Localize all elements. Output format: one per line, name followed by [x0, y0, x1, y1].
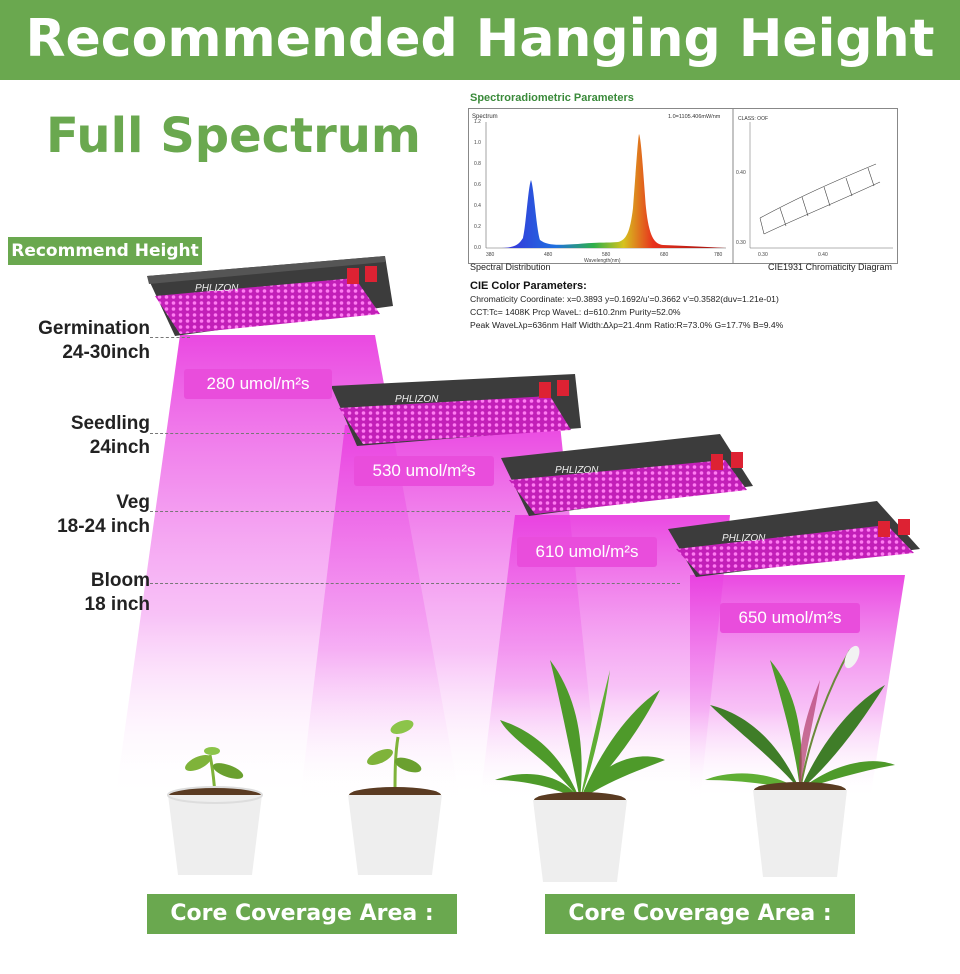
guide-line	[150, 583, 680, 584]
spectral-caption: Spectral Distribution	[470, 262, 551, 272]
beam-veg	[480, 515, 730, 800]
chroma-y-tick: 0.30	[736, 240, 746, 246]
ppfd-label-germination: 280 umol/m²s	[184, 369, 332, 399]
spectrum-peak-label: 1.0=1105.406mW/nm	[668, 114, 721, 120]
planckian-locus	[759, 163, 881, 235]
y-tick: 1.2	[474, 119, 481, 125]
full-spectrum-heading: Full Spectrum	[46, 108, 421, 164]
chroma-x-tick: 0.40	[818, 252, 828, 258]
chroma-x-tick: 0.30	[758, 252, 768, 258]
power-switch-icon	[878, 521, 890, 537]
stage-name: Seedling	[70, 413, 150, 434]
stage-height: 24-30inch	[62, 342, 150, 363]
stage-veg: Veg 18-24 inch	[14, 491, 150, 539]
x-tick: 380	[486, 252, 495, 258]
brand-logo: PHLIZON	[555, 465, 599, 476]
spectrum-label: Spectrum	[472, 114, 498, 120]
power-switch-icon	[731, 452, 743, 468]
brand-logo: PHLIZON	[195, 283, 239, 294]
brand-logo: PHLIZON	[395, 394, 439, 405]
stage-height: 18 inch	[84, 594, 150, 615]
brand-logo: PHLIZON	[722, 533, 766, 544]
power-switch-icon	[347, 268, 359, 284]
ppfd-label-seedling: 530 umol/m²s	[354, 456, 494, 486]
spectro-title: Spectroradiometric Parameters	[470, 92, 634, 104]
power-switch-icon	[898, 519, 910, 535]
recommend-height-label: Recommend Height	[8, 237, 202, 265]
stage-name: Veg	[116, 492, 150, 513]
led-panel-germination: PHLIZON	[147, 256, 393, 336]
spectral-distribution-chart: Spectrum 1.0=1105.406mW/nm 1.2 1.0 0.8 0…	[468, 108, 898, 264]
cie-line: Peak WaveLλp=636nm Half Width:Δλp=21.4nm…	[470, 320, 784, 330]
spectro-parameters: Spectroradiometric Parameters Spectrum 1…	[468, 90, 898, 340]
cie-line: CCT:Tc= 1408K Prcp WaveL: d=610.2nm Puri…	[470, 307, 681, 317]
y-tick: 1.0	[474, 140, 481, 146]
seedling-pot-2	[348, 720, 442, 875]
y-tick: 0.2	[474, 224, 481, 230]
plant-pot-bloom	[705, 645, 895, 877]
y-tick: 0.0	[474, 245, 481, 251]
stage-height: 18-24 inch	[57, 516, 150, 537]
chroma-label: CLASS: OOF	[738, 116, 768, 122]
led-panel-bloom: PHLIZON	[668, 501, 920, 577]
seedling-pot-1	[167, 747, 263, 875]
x-tick: 680	[660, 252, 669, 258]
guide-line	[150, 337, 190, 338]
y-tick: 0.6	[474, 182, 481, 188]
ppfd-label-veg: 610 umol/m²s	[517, 537, 657, 567]
coverage-2x2: Core Coverage Area : 2*2 ft	[545, 894, 855, 966]
y-tick: 0.4	[474, 203, 481, 209]
stage-bloom: Bloom 18 inch	[14, 569, 150, 617]
stage-name: Bloom	[90, 570, 150, 591]
y-tick: 0.8	[474, 161, 481, 167]
led-panel-veg: PHLIZON	[501, 434, 753, 516]
x-axis-label: Wavelength(nm)	[584, 258, 621, 264]
power-switch-icon	[539, 382, 551, 398]
plant-pot-veg	[495, 660, 665, 882]
cie-heading: CIE Color Parameters:	[470, 280, 587, 292]
cie-caption: CIE1931 Chromaticity Diagram	[768, 262, 893, 272]
stage-seedling: Seedling 24inch	[14, 412, 150, 460]
x-tick: 580	[602, 252, 611, 258]
page-title: Recommended Hanging Height	[0, 0, 960, 80]
stage-name: Germination	[38, 318, 150, 339]
stage-germination: Germination 24-30inch	[14, 317, 150, 365]
led-panel-seedling: PHLIZON	[331, 374, 581, 446]
coverage-3x3: Core Coverage Area : 3*3 ft	[147, 894, 457, 966]
cie-line: Chromaticity Coordinate: x=0.3893 y=0.16…	[470, 294, 779, 304]
x-tick: 480	[544, 252, 553, 258]
ppfd-label-bloom: 650 umol/m²s	[720, 603, 860, 633]
power-switch-icon	[557, 380, 569, 396]
stage-height: 24inch	[89, 437, 150, 458]
x-tick: 780	[714, 252, 723, 258]
chroma-y-tick: 0.40	[736, 170, 746, 176]
power-switch-icon	[365, 266, 377, 282]
guide-line	[150, 433, 350, 434]
guide-line	[150, 511, 510, 512]
power-switch-icon	[711, 454, 723, 470]
